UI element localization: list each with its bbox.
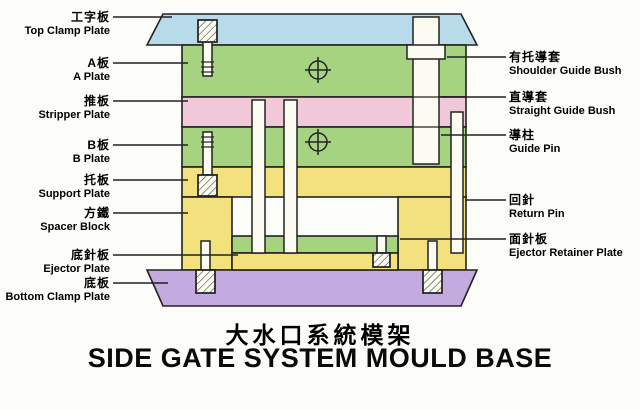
label-zh-text: 工字板 xyxy=(70,10,110,24)
center-mark-icon xyxy=(305,129,331,155)
ejector-plate-shape xyxy=(231,252,399,271)
cap-screw-support xyxy=(197,131,218,197)
cap-screw-top xyxy=(197,19,218,77)
title-chinese: 大水口系統模架 xyxy=(225,322,415,348)
leader-lines xyxy=(113,16,506,284)
cap-screw-ejector xyxy=(372,235,391,268)
label-a-plate: A板 A Plate xyxy=(73,56,110,84)
label-en-text: Ejector Plate xyxy=(43,263,110,275)
label-zh-text: A板 xyxy=(87,56,110,70)
label-en-text: Ejector Retainer Plate xyxy=(509,247,623,259)
label-en-text: Return Pin xyxy=(509,208,565,220)
label-zh-text: 推板 xyxy=(83,94,110,108)
label-en-text: Shoulder Guide Bush xyxy=(509,65,622,77)
stripper-bolt-shape xyxy=(251,99,266,254)
label-zh-text: 導柱 xyxy=(509,128,536,142)
support-plate-shape xyxy=(181,166,467,198)
guide-pin-shape xyxy=(412,16,440,165)
label-zh-text: B板 xyxy=(87,138,110,152)
cap-screw-bottom-right xyxy=(422,240,443,294)
label-en-text: Guide Pin xyxy=(509,143,561,155)
title-english: SIDE GATE SYSTEM MOULD BASE xyxy=(87,343,553,373)
label-guide-pin: 導柱 Guide Pin xyxy=(509,128,560,156)
center-mark-icon xyxy=(305,57,331,83)
label-zh-text: 有托導套 xyxy=(509,50,562,64)
label-en-text: Top Clamp Plate xyxy=(24,25,110,37)
label-zh-text: 托板 xyxy=(83,173,110,187)
label-en-text: B Plate xyxy=(72,153,110,165)
shoulder-guide-bush-shape xyxy=(406,44,446,60)
label-stripper-plate: 推板 Stripper Plate xyxy=(38,94,110,122)
label-zh-text: 面針板 xyxy=(509,232,549,246)
label-straight-guide-bush: 直導套 Straight Guide Bush xyxy=(509,90,615,118)
label-spacer-block: 方鐵 Spacer Block xyxy=(40,206,110,234)
stripper-bolt-shape xyxy=(283,99,298,254)
label-zh-text: 方鐵 xyxy=(83,206,110,220)
label-zh-text: 直導套 xyxy=(509,90,549,104)
return-pin-shape xyxy=(450,111,464,254)
label-zh-text: 底針板 xyxy=(70,248,110,262)
label-shoulder-guide-bush: 有托導套 Shoulder Guide Bush xyxy=(509,50,621,78)
cap-screw-bottom-left xyxy=(195,240,216,294)
label-b-plate: B板 B Plate xyxy=(73,138,110,166)
label-en-text: Straight Guide Bush xyxy=(509,105,616,117)
label-return-pin: 回針 Return Pin xyxy=(509,193,565,221)
label-top-clamp-plate: 工字板 Top Clamp Plate xyxy=(25,10,110,38)
label-ejector-retainer-plate: 面針板 Ejector Retainer Plate xyxy=(509,232,623,260)
label-ejector-plate: 底針板 Ejector Plate xyxy=(43,248,110,276)
label-en-text: A Plate xyxy=(73,71,110,83)
label-support-plate: 托板 Support Plate xyxy=(38,173,110,201)
label-zh-text: 底板 xyxy=(83,276,110,290)
label-zh-text: 回針 xyxy=(509,193,536,207)
label-en-text: Spacer Block xyxy=(40,221,110,233)
label-en-text: Bottom Clamp Plate xyxy=(5,291,110,303)
top-clamp-plate-shape xyxy=(145,13,479,46)
label-en-text: Stripper Plate xyxy=(38,109,110,121)
label-en-text: Support Plate xyxy=(38,188,110,200)
label-bottom-clamp-plate: 底板 Bottom Clamp Plate xyxy=(5,276,110,304)
